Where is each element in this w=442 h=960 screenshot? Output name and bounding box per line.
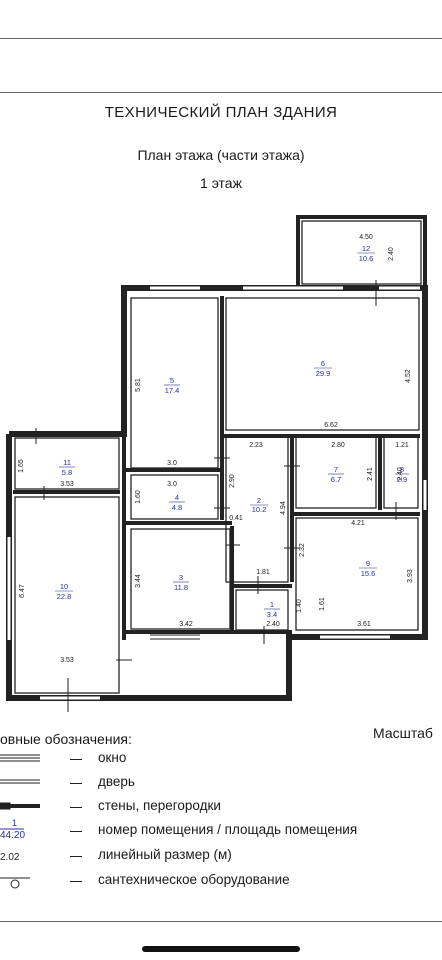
legend-key-area: 44.20: [0, 830, 25, 841]
room-area: 5.8: [62, 468, 72, 477]
document-subtitle: План этажа (части этажа): [137, 147, 305, 163]
dimension-label: 2.32: [299, 543, 306, 557]
dimension-label: 6.62: [324, 422, 338, 429]
room-number: 4: [175, 493, 179, 502]
dimension-label: 2.40: [397, 467, 404, 481]
dimension-label: 6.47: [19, 584, 26, 598]
header-divider: [0, 92, 442, 93]
dimension-label: 1.60: [135, 490, 142, 504]
dimension-label: 4.50: [359, 234, 373, 241]
dimension-label: 0.41: [229, 515, 243, 522]
room-number: 3: [179, 573, 183, 582]
dimension-label: 3.93: [407, 569, 414, 583]
dimension-label: 3.53: [60, 657, 74, 664]
dimension-label: 3.0: [167, 460, 177, 467]
dimension-label: 2.40: [266, 621, 280, 628]
dimension-label: 3.53: [60, 481, 74, 488]
dimension-label: 2.40: [388, 247, 395, 261]
document-title: ТЕХНИЧЕСКИЙ ПЛАН ЗДАНИЯ: [104, 104, 338, 121]
room-area: 22.8: [57, 592, 72, 601]
dimension-label: 3.44: [135, 574, 142, 588]
room-number: 5: [170, 376, 174, 385]
room-area: 10.2: [252, 505, 267, 514]
dimension-label: 4.21: [351, 520, 365, 527]
room-area: 17.4: [165, 386, 180, 395]
room-area: 4.8: [172, 503, 182, 512]
room-area: 29.9: [316, 369, 331, 378]
legend-key-dimension: 2.02: [0, 852, 20, 863]
scale-label: Масштаб: [373, 725, 433, 741]
room-number: 11: [63, 458, 71, 467]
dimension-label: 4.94: [280, 501, 287, 515]
room-number: 7: [334, 465, 338, 474]
top-divider: [0, 38, 442, 39]
dimension-label: 2.23: [249, 442, 263, 449]
room-number: 10: [60, 582, 68, 591]
dimension-label: 1.61: [319, 597, 326, 611]
dimension-label: 2.90: [229, 474, 236, 488]
legend-item-window: окно: [98, 750, 127, 765]
dimension-label: 1.65: [18, 459, 25, 473]
legend-item-walls: стены, перегородки: [98, 798, 221, 813]
dimension-label: 1.21: [395, 442, 409, 449]
room-number: 2: [257, 496, 261, 505]
dimension-label: 3.61: [357, 621, 371, 628]
dimension-label: 2.80: [331, 442, 345, 449]
floor-label: 1 этаж: [200, 175, 242, 191]
legend-dash: [70, 783, 82, 784]
legend-dash: [70, 856, 82, 857]
legend-title: овные обозначения:: [0, 731, 132, 747]
room-area: 2.9: [397, 475, 407, 484]
room-number: 12: [362, 244, 370, 253]
home-indicator[interactable]: [142, 946, 300, 952]
room-number: 1: [270, 600, 274, 609]
legend-key-number: 1: [12, 818, 17, 828]
room-number: 6: [321, 359, 325, 368]
dimension-label: 1.40: [296, 599, 303, 613]
dimension-label: 2.41: [367, 467, 374, 481]
room-number: 8: [400, 465, 404, 474]
room-area: 10.6: [359, 254, 374, 263]
dimension-label: 1.81: [256, 569, 270, 576]
room-area: 11.8: [174, 583, 188, 592]
legend-item-door: дверь: [98, 774, 135, 789]
room-area: 3.4: [267, 610, 277, 619]
room-area: 6.7: [331, 475, 341, 484]
legend-dash: [70, 759, 82, 760]
room-number: 9: [366, 559, 370, 568]
legend-dash: [70, 881, 82, 882]
legend-item-room-number: номер помещения / площадь помещения: [98, 822, 358, 837]
legend-dash: [70, 807, 82, 808]
legend-dash: [70, 831, 82, 832]
legend-item-plumbing: сантехническое оборудование: [98, 872, 290, 887]
dimension-label: 5.81: [135, 378, 142, 392]
room-area: 15.6: [361, 569, 376, 578]
dimension-label: 3.42: [179, 621, 193, 628]
legend-item-dimension: линейный размер (м): [98, 847, 232, 862]
dimension-label: 3.0: [167, 481, 177, 488]
bottom-divider: [0, 921, 442, 922]
dimension-label: 4.52: [405, 369, 412, 383]
